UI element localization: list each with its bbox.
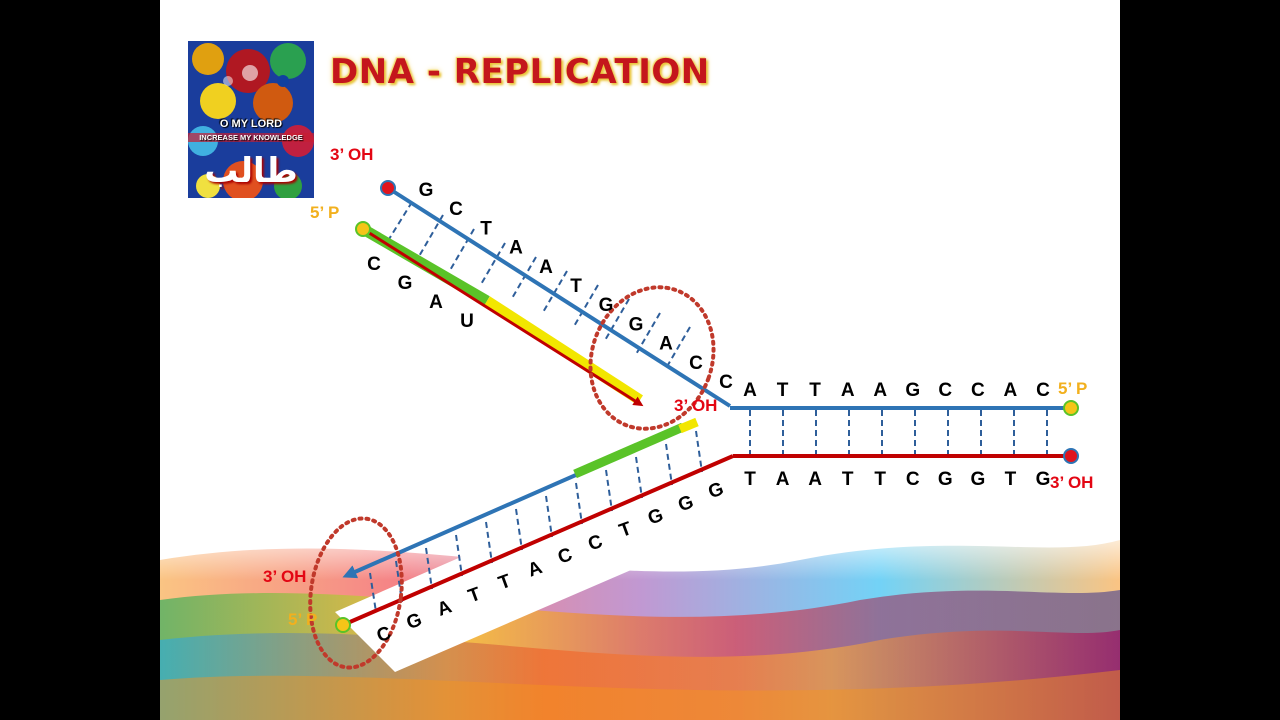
right-top-5p-end [1064,401,1078,415]
right-rungs [750,410,1047,454]
base-upper-new-0: C [367,254,381,275]
base-right-bottom-4: T [874,469,886,490]
base-right-top-5: G [905,380,920,401]
base-right-top-0: A [743,380,757,401]
base-upper-template-10: C [719,372,733,393]
base-upper-new-2: A [429,292,443,313]
base-upper-template-7: G [629,314,644,335]
base-upper-template-2: T [480,218,492,239]
base-right-top-3: A [841,380,855,401]
label-fork-3oh: 3’ OH [674,396,717,415]
base-right-bottom-3: T [842,469,854,490]
base-right-bottom-7: G [971,469,986,490]
base-upper-template-6: G [599,295,614,316]
base-right-bottom-6: G [938,469,953,490]
base-right-top-1: T [777,380,789,401]
label-lower-new-3oh: 3’ OH [263,567,306,586]
base-right-bottom-0: T [744,469,756,490]
base-right-top-7: C [971,380,985,401]
right-bottom-3oh-end [1064,449,1078,463]
upper-new-strand-highlight [487,301,640,400]
base-right-bottom-9: G [1036,469,1051,490]
base-right-bottom-1: A [776,469,790,490]
base-right-top-9: C [1036,380,1050,401]
base-right-bottom-2: A [808,469,822,490]
label-right-top-5p: 5’ P [1058,379,1087,398]
base-upper-template-1: C [449,199,463,220]
base-upper-template-4: A [539,257,553,278]
base-right-bottom-8: T [1005,469,1017,490]
base-right-bottom-5: C [906,469,920,490]
base-upper-template-0: G [419,180,434,201]
label-lower-template-5p: 5’ P [288,610,317,629]
label-top-primer-5p: 5’ P [310,203,339,222]
label-top-template-3oh: 3’ OH [330,145,373,164]
base-upper-template-5: T [570,276,582,297]
base-upper-template-9: C [689,353,703,374]
lower-template-5p-end [336,618,350,632]
upper-primer-5p-end [356,222,370,236]
upper-new-strand [363,229,640,404]
base-right-top-2: T [809,380,821,401]
label-right-bottom-3oh: 3’ OH [1050,473,1093,492]
upper-template-3oh-end [381,181,395,195]
lower-primer-tip [680,422,697,429]
base-upper-template-3: A [509,238,523,259]
base-upper-new-1: G [398,273,413,294]
base-right-top-4: A [873,380,887,401]
base-right-top-8: A [1004,380,1018,401]
upper-rungs [386,202,690,370]
base-right-top-6: C [938,380,952,401]
lower-rna-primer [575,427,683,474]
base-upper-template-8: A [659,334,673,355]
base-upper-new-3: U [460,311,474,332]
